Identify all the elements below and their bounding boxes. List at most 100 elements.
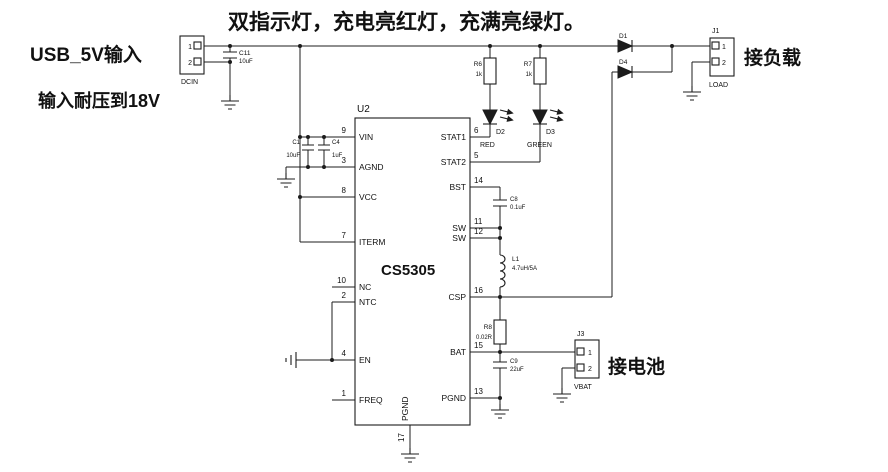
title-text: 双指示灯，充电亮红灯，充满亮绿灯。 — [228, 10, 585, 34]
capacitor-icon — [493, 361, 507, 369]
resistor-r8: R8 0.02R — [476, 319, 507, 345]
c9-value: 22uF — [510, 367, 524, 373]
connector-pin-square — [711, 57, 720, 66]
led-icon — [532, 109, 548, 126]
pin-name-en: EN — [359, 355, 371, 365]
pin-num-6: 6 — [474, 126, 479, 135]
ic-part-number: CS5305 — [381, 262, 435, 279]
connector-pin-square — [193, 41, 202, 50]
capacitor-icon — [318, 144, 330, 151]
j3-label: VBAT — [574, 384, 592, 391]
l1-ref: L1 — [512, 256, 520, 263]
c1-ref: C1 — [292, 140, 300, 146]
pin-name-csp: CSP — [449, 292, 467, 302]
r6-ref: R6 — [474, 61, 483, 68]
connector-pin-square — [576, 363, 585, 372]
d4-ref: D4 — [619, 59, 628, 66]
led-emission-arrow-icon — [548, 107, 564, 117]
capacitor-c1: C1 10uF — [286, 140, 314, 159]
capacitor-c8: C8 0.1uF — [493, 197, 526, 211]
c11-value: 10uF — [239, 59, 253, 65]
ic-cs5305: U2 CS5305 VIN AGND VCC ITERM NC NTC EN F… — [337, 104, 483, 442]
c8-value: 0.1uF — [510, 205, 526, 211]
d2-color-label: RED — [480, 142, 495, 149]
pin-name-freq: FREQ — [359, 395, 383, 405]
capacitor-c9: C9 22uF — [493, 359, 524, 373]
capacitor-c4: C4 1uF — [318, 140, 343, 159]
wiring — [204, 45, 710, 448]
resistor-icon — [533, 57, 547, 85]
capacitor-icon — [493, 199, 507, 207]
pin-num-4: 4 — [342, 349, 347, 358]
j3-pin2-num: 2 — [588, 366, 592, 373]
d3-color-label: GREEN — [527, 142, 552, 149]
pin-name-bst: BST — [449, 182, 466, 192]
ic-body — [354, 117, 471, 426]
inductor-icon — [499, 254, 506, 288]
pin-num-3: 3 — [342, 156, 347, 165]
j3-ref: J3 — [577, 331, 585, 338]
dcin-label: DCIN — [181, 79, 198, 86]
connector-body — [574, 339, 600, 379]
led-emission-arrow-icon — [498, 114, 514, 124]
pin-num-10: 10 — [337, 276, 346, 285]
j1-ref: J1 — [712, 28, 720, 35]
c8-ref: C8 — [510, 197, 518, 203]
capacitor-c11: C11 10uF — [223, 50, 253, 65]
l1-value: 4.7uH/5A — [512, 266, 537, 272]
pin-name-pgnd: PGND — [441, 393, 466, 403]
d1-ref: D1 — [619, 33, 628, 40]
capacitor-icon — [223, 51, 237, 59]
c1-value: 10uF — [286, 153, 300, 159]
j3-pin1-num: 1 — [588, 350, 592, 357]
c4-ref: C4 — [332, 140, 340, 146]
pin-num-12: 12 — [474, 227, 483, 236]
pin-name-iterm: ITERM — [359, 237, 385, 247]
pin-name-agnd: AGND — [359, 162, 384, 172]
r6-value: 1k — [476, 72, 483, 78]
r7-ref: R7 — [524, 61, 533, 68]
pin-num-2: 2 — [342, 291, 347, 300]
resistor-icon — [483, 57, 497, 85]
inductor-l1: L1 4.7uH/5A — [499, 254, 537, 288]
j1-label: LOAD — [709, 82, 728, 89]
connector-j1-load: 1 2 J1 LOAD — [709, 28, 735, 89]
pin-num-8: 8 — [342, 186, 347, 195]
ground-icon — [490, 403, 510, 419]
c4-value: 1uF — [332, 153, 343, 159]
pin-name-nc: NC — [359, 282, 371, 292]
pin-name-sw1: SW — [452, 223, 466, 233]
usb-input-label: USB_5V输入 — [30, 43, 142, 66]
pin-name-stat1: STAT1 — [441, 132, 466, 142]
r8-ref: R8 — [484, 324, 493, 331]
pin-num-14: 14 — [474, 176, 483, 185]
diode-icon — [617, 39, 634, 53]
connector-dcin: 1 2 DCIN — [179, 35, 205, 86]
pin-name-sw2: SW — [452, 233, 466, 243]
r8-value: 0.02R — [476, 335, 493, 341]
pin-name-pgnd-bottom: PGND — [400, 396, 410, 421]
resistor-icon — [493, 319, 507, 345]
pin-name-vcc: VCC — [359, 192, 377, 202]
c9-ref: C9 — [510, 359, 518, 365]
pin-name-bat: BAT — [450, 347, 466, 357]
pin-name-vin: VIN — [359, 132, 373, 142]
led-emission-arrow-icon — [548, 114, 564, 124]
j1-pin1-num: 1 — [722, 44, 726, 51]
load-text-label: 接负载 — [744, 46, 801, 69]
pin-num-16: 16 — [474, 286, 483, 295]
ground-icon — [285, 352, 297, 368]
led-emission-arrow-icon — [498, 107, 514, 117]
pin-num-15: 15 — [474, 341, 483, 350]
ground-icon — [400, 447, 420, 463]
connector-body — [179, 35, 205, 75]
led-d2-red: D2 RED — [480, 107, 514, 149]
diode-d4: D4 — [617, 59, 634, 79]
pin-num-9: 9 — [342, 126, 347, 135]
connector-j3-vbat: 1 2 J3 VBAT — [574, 331, 600, 391]
connector-pin-square — [711, 41, 720, 50]
ground-icon — [552, 387, 572, 403]
pin-num-5: 5 — [474, 151, 479, 160]
